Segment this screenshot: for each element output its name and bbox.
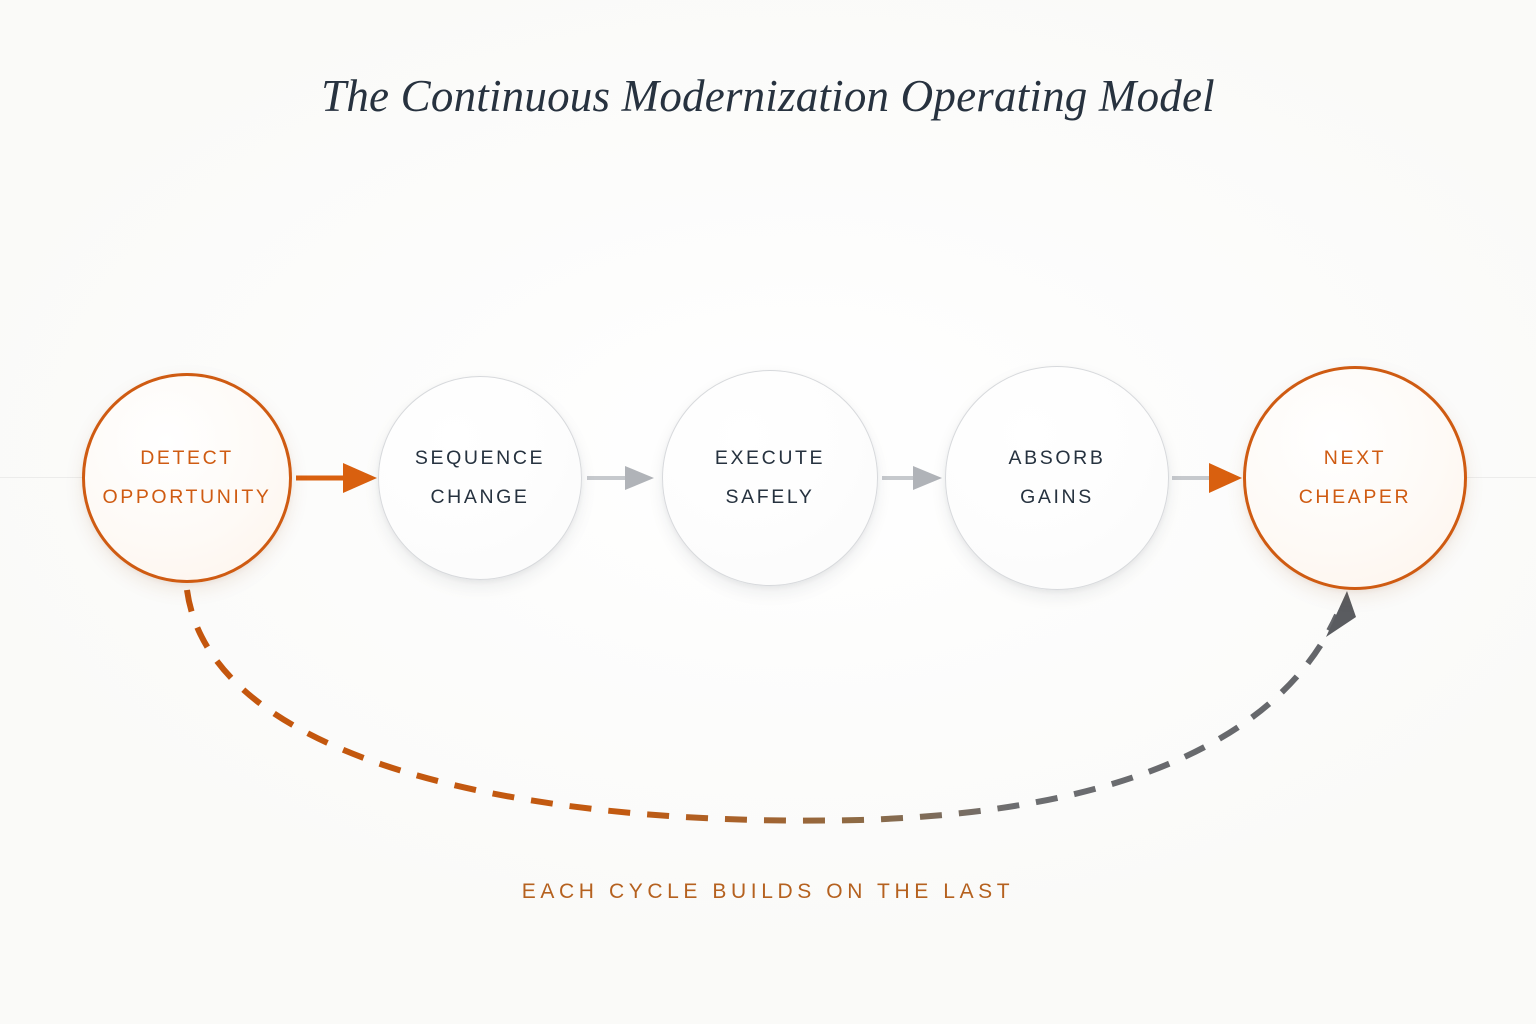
node-label-line1: SEQUENCE bbox=[414, 447, 546, 469]
node-next-cheaper[interactable]: NEXT CHEAPER bbox=[1243, 366, 1467, 590]
cycle-caption: EACH CYCLE BUILDS ON THE LAST bbox=[521, 880, 1015, 903]
connector-absorb-to-next bbox=[1172, 463, 1242, 493]
baseline-rule-right bbox=[1424, 477, 1536, 478]
node-label-line1: DETECT bbox=[140, 447, 234, 469]
node-label-line1: EXECUTE bbox=[714, 447, 826, 469]
node-label-line2: OPPORTUNITY bbox=[102, 485, 272, 508]
node-absorb-gains[interactable]: ABSORB GAINS bbox=[945, 366, 1169, 590]
connector-detect-to-sequence bbox=[296, 463, 377, 493]
connector-sequence-to-execute bbox=[587, 466, 654, 490]
baseline-rule-left bbox=[0, 477, 112, 478]
node-label-line2: SAFELY bbox=[725, 485, 815, 508]
connector-execute-to-absorb bbox=[882, 466, 942, 490]
node-label-line2: CHEAPER bbox=[1298, 485, 1412, 508]
node-label-line1: ABSORB bbox=[1008, 447, 1106, 469]
cycle-return-arrow bbox=[184, 589, 1356, 824]
node-label-line2: CHANGE bbox=[430, 485, 530, 508]
node-sequence-change[interactable]: SEQUENCE CHANGE bbox=[378, 376, 582, 580]
node-label-line1: NEXT bbox=[1323, 447, 1387, 469]
node-detect-opportunity[interactable]: DETECT OPPORTUNITY bbox=[82, 373, 292, 583]
node-label-line2: GAINS bbox=[1020, 485, 1094, 508]
node-execute-safely[interactable]: EXECUTE SAFELY bbox=[662, 370, 878, 586]
page-title: The Continuous Modernization Operating M… bbox=[321, 71, 1215, 121]
